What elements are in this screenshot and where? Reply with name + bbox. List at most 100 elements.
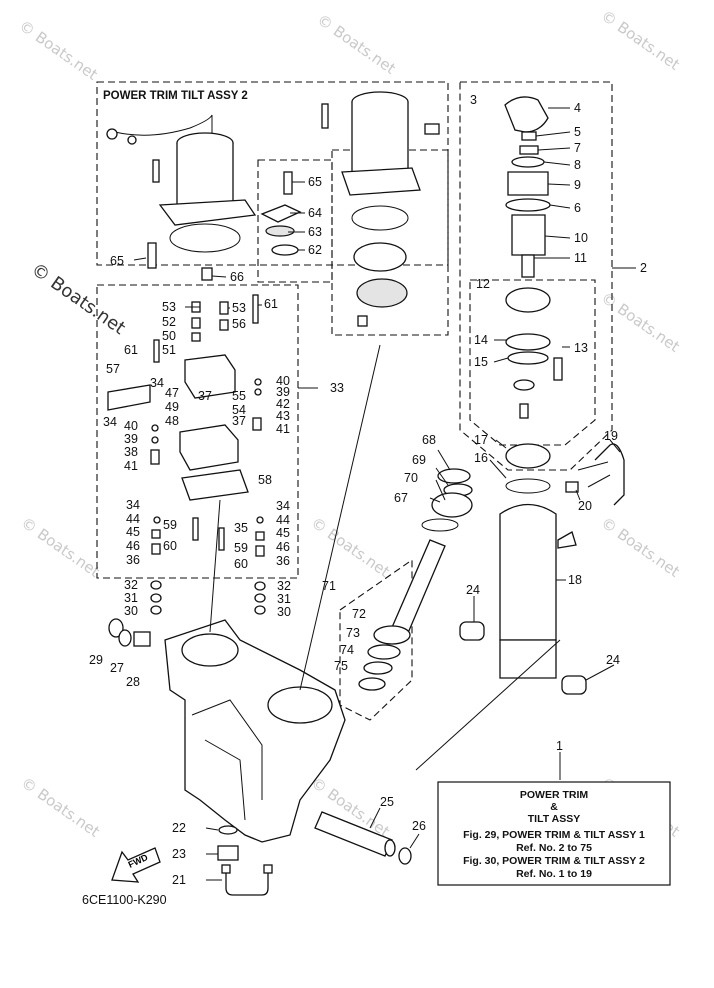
callout-26: 26 <box>412 819 426 833</box>
callout-35: 35 <box>234 521 248 535</box>
part-5 <box>521 131 537 141</box>
rod-box <box>339 558 413 721</box>
note-line-5: Ref. No. 2 to 75 <box>516 842 592 854</box>
leader-line <box>547 183 571 186</box>
note-line-6: Fig. 30, POWER TRIM & TILT ASSY 2 <box>463 855 645 867</box>
callout-52: 52 <box>162 315 176 329</box>
watermark: © Boats.net <box>598 289 683 356</box>
motor-body <box>351 102 409 180</box>
note-line-4: Fig. 29, POWER TRIM & TILT ASSY 1 <box>463 829 645 841</box>
callout-31: 31 <box>277 592 291 606</box>
callout-55: 55 <box>232 389 246 403</box>
callout-30: 30 <box>124 604 138 618</box>
leader-line <box>211 275 227 278</box>
callout-61: 61 <box>264 297 278 311</box>
callout-22: 22 <box>172 821 186 835</box>
valve-part <box>252 417 262 431</box>
callout-64: 64 <box>308 206 322 220</box>
watermark: © Boats.net <box>598 514 683 581</box>
watermark: © Boats.net <box>27 259 129 339</box>
callout-67: 67 <box>394 491 408 505</box>
trim-motor-left <box>106 114 257 253</box>
callout-34: 34 <box>276 499 290 513</box>
rod-parts <box>358 468 473 691</box>
callout-9: 9 <box>574 178 581 192</box>
leader-line <box>369 807 381 829</box>
callouts: 65 64 63 62 65 66 53 52 50 51 53 56 61 6… <box>89 93 647 887</box>
callout-44: 44 <box>276 513 290 527</box>
fitting <box>221 864 231 874</box>
cap-70 <box>431 492 473 518</box>
callout-39: 39 <box>276 385 290 399</box>
o-ring-67 <box>421 518 459 532</box>
valve-box <box>96 284 299 579</box>
tilt-cylinder-box <box>459 81 613 471</box>
gear-pump-lower <box>179 424 239 471</box>
callout-33: 33 <box>330 381 344 395</box>
o-ring <box>254 605 266 615</box>
pipe-19 <box>577 461 611 488</box>
callout-71: 71 <box>322 579 336 593</box>
leader-line <box>435 479 446 501</box>
cap-9 <box>507 171 549 196</box>
fitting-20 <box>565 481 579 493</box>
leader-line <box>493 357 509 363</box>
callout-34: 34 <box>150 376 164 390</box>
wire-terminal <box>106 128 118 140</box>
callout-8: 8 <box>574 158 581 172</box>
callout-65: 65 <box>110 254 124 268</box>
leader-line <box>437 449 451 471</box>
piston-rod <box>389 539 446 641</box>
fwd-arrow-icon <box>111 847 161 883</box>
bushing-24 <box>459 621 485 641</box>
callout-18: 18 <box>568 573 582 587</box>
callout-72: 72 <box>352 607 366 621</box>
leader-line <box>205 827 219 831</box>
callout-34: 34 <box>126 498 140 512</box>
leader-lines <box>133 107 636 881</box>
piston-12 <box>505 287 551 313</box>
valve-part <box>255 531 265 541</box>
plug-28 <box>133 631 151 647</box>
rod-11 <box>521 254 535 278</box>
reservoir-cap <box>260 204 302 223</box>
valve-part <box>219 301 229 315</box>
o-ring <box>150 605 162 615</box>
callout-44: 44 <box>126 512 140 526</box>
assembly-title: POWER TRIM TILT ASSY 2 <box>103 90 248 102</box>
filter-plate <box>353 242 407 272</box>
callout-28: 28 <box>126 675 140 689</box>
reservoir-seal <box>271 244 299 256</box>
callout-17: 17 <box>474 433 488 447</box>
callout-57: 57 <box>106 362 120 376</box>
callout-24: 24 <box>606 653 620 667</box>
leader-line <box>133 257 147 261</box>
o-ring-22 <box>218 825 238 835</box>
callout-65: 65 <box>308 175 322 189</box>
callout-27: 27 <box>110 661 124 675</box>
cylinder-18 <box>499 503 557 641</box>
leader-line <box>209 499 221 633</box>
callout-36: 36 <box>276 554 290 568</box>
tilt-cylinder <box>459 96 625 695</box>
callout-40: 40 <box>124 419 138 433</box>
callout-15: 15 <box>474 355 488 369</box>
watermark: © Boats.net <box>308 514 393 581</box>
clip-29 <box>108 618 124 638</box>
leader-line <box>495 439 507 449</box>
leader-line <box>489 459 507 479</box>
ring-15 <box>507 351 549 365</box>
ball <box>151 424 159 432</box>
filter-screen <box>356 278 408 308</box>
o-ring-16 <box>505 478 551 494</box>
housing-port <box>267 686 333 724</box>
main-housing <box>108 618 346 843</box>
fitting-23 <box>217 845 239 861</box>
seal-72 <box>373 625 411 645</box>
reservoir-bolt <box>283 171 293 195</box>
motor-o-ring <box>351 205 409 231</box>
callout-31: 31 <box>124 591 138 605</box>
note-line-3: TILT ASSY <box>528 813 581 825</box>
valve-part <box>151 543 161 555</box>
motor-flange <box>341 167 421 196</box>
